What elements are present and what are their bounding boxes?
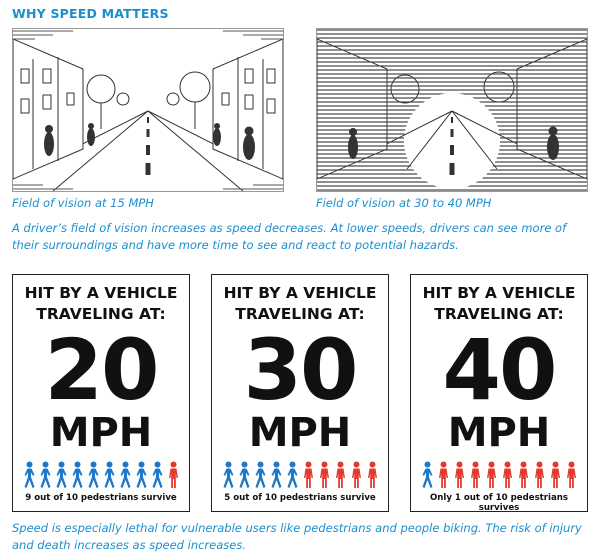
speed-lethality-paragraph: Speed is especially lethal for vulnerabl… bbox=[12, 521, 582, 552]
pedestrian-fatality-icon bbox=[367, 461, 377, 488]
card-speed: 30 bbox=[243, 321, 359, 419]
pedestrian-icons bbox=[218, 461, 382, 489]
pedestrian-fatality-icon bbox=[454, 461, 464, 488]
pedestrian-fatality-icon bbox=[486, 461, 496, 488]
illustration-15mph bbox=[12, 28, 284, 192]
pedestrian-fatality-icon bbox=[335, 461, 345, 488]
card-survival-note: 9 out of 10 pedestrians survive bbox=[25, 493, 177, 503]
pedestrian-fatality-icon bbox=[351, 461, 361, 488]
pedestrian-survivor-icon bbox=[88, 461, 98, 488]
caption-30-40mph: Field of vision at 30 to 40 MPH bbox=[316, 196, 492, 210]
street-scene-narrow bbox=[317, 29, 587, 191]
card-title: HIT BY A VEHICLE TRAVELING AT: bbox=[223, 284, 377, 323]
card-unit: MPH bbox=[447, 410, 551, 456]
card-speed: 20 bbox=[44, 321, 160, 419]
field-of-vision-paragraph: A driver’s field of vision increases as … bbox=[12, 221, 567, 252]
section-heading: WHY SPEED MATTERS bbox=[12, 6, 169, 21]
pedestrian-fatality-icon bbox=[303, 461, 313, 488]
pedestrian-survivor-icon bbox=[72, 461, 82, 488]
pedestrian-survivor-icon bbox=[40, 461, 50, 488]
pedestrian-survivor-icon bbox=[56, 461, 66, 488]
card-title: HIT BY A VEHICLE TRAVELING AT: bbox=[422, 284, 576, 323]
pedestrian-survivor-icon bbox=[120, 461, 130, 488]
pedestrian-survivor-icon bbox=[422, 461, 432, 488]
card-unit: MPH bbox=[49, 410, 153, 456]
pedestrian-survivor-icon bbox=[223, 461, 233, 488]
pedestrian-icons bbox=[19, 461, 183, 489]
pedestrian-survivor-icon bbox=[239, 461, 249, 488]
pedestrian-survivor-icon bbox=[152, 461, 162, 488]
pedestrian-icons bbox=[417, 461, 581, 489]
pedestrian-fatality-icon bbox=[470, 461, 480, 488]
illustration-30-40mph bbox=[316, 28, 588, 192]
card-speed: 40 bbox=[442, 321, 558, 419]
pedestrian-fatality-icon bbox=[534, 461, 544, 488]
pedestrian-survivor-icon bbox=[287, 461, 297, 488]
pedestrian-survivor-icon bbox=[255, 461, 265, 488]
pedestrian-survivor-icon bbox=[24, 461, 34, 488]
pedestrian-fatality-icon bbox=[319, 461, 329, 488]
speed-card-40: HIT BY A VEHICLE TRAVELING AT: 40 MPH On… bbox=[410, 274, 588, 513]
card-survival-note: Only 1 out of 10 pedestrians survives bbox=[429, 493, 569, 513]
pedestrian-survivor-icon bbox=[136, 461, 146, 488]
card-title: HIT BY A VEHICLE TRAVELING AT: bbox=[24, 284, 178, 323]
speed-card-30: HIT BY A VEHICLE TRAVELING AT: 30 MPH 5 … bbox=[211, 274, 389, 512]
speed-card-20: HIT BY A VEHICLE TRAVELING AT: 20 MPH 9 … bbox=[12, 274, 190, 512]
pedestrian-survivor-icon bbox=[271, 461, 281, 488]
pedestrian-fatality-icon bbox=[502, 461, 512, 488]
pedestrian-fatality-icon bbox=[550, 461, 560, 488]
pedestrian-survivor-icon bbox=[104, 461, 114, 488]
pedestrian-fatality-icon bbox=[438, 461, 448, 488]
pedestrian-fatality-icon bbox=[168, 461, 178, 488]
pedestrian-fatality-icon bbox=[518, 461, 528, 488]
caption-15mph: Field of vision at 15 MPH bbox=[12, 196, 154, 210]
street-scene-wide bbox=[13, 30, 283, 191]
card-survival-note: 5 out of 10 pedestrians survive bbox=[224, 493, 376, 503]
card-unit: MPH bbox=[248, 410, 352, 456]
pedestrian-fatality-icon bbox=[566, 461, 576, 488]
